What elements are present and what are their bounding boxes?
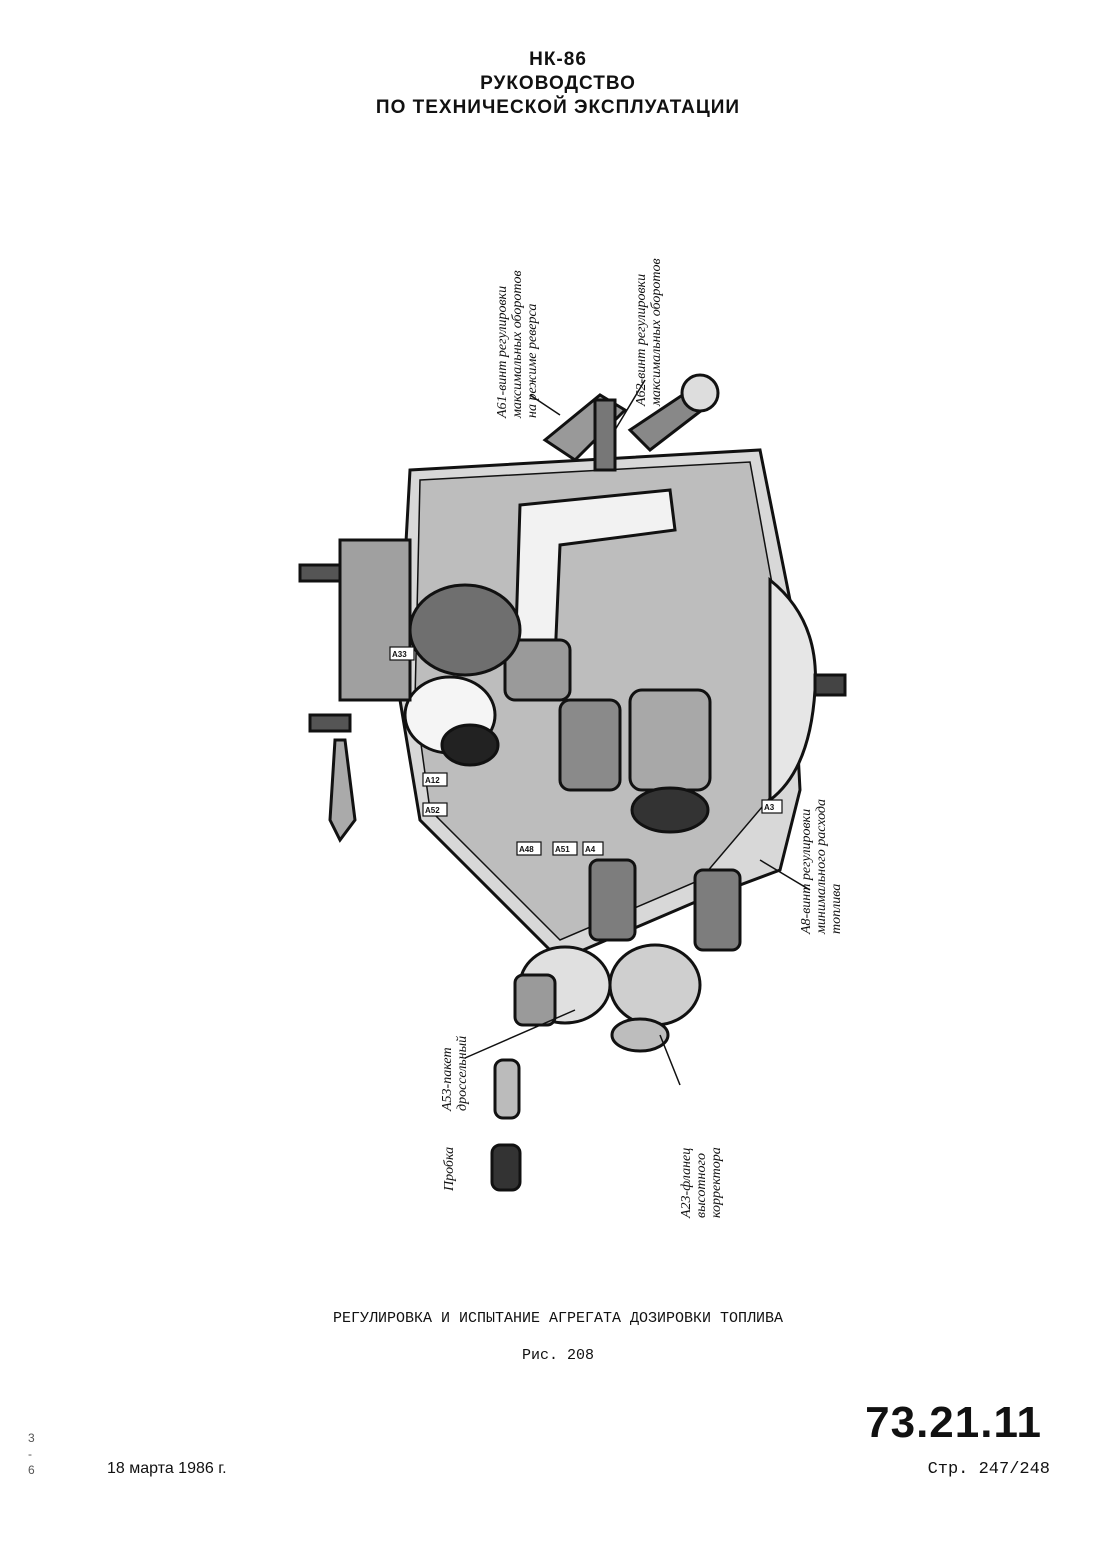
callout-probka: Пробка [442, 1146, 457, 1191]
revision-date: 18 марта 1986 г. [107, 1460, 227, 1477]
section-number: 73.21.11 [865, 1398, 1042, 1447]
manual-title-line2: ПО ТЕХНИЧЕСКОЙ ЭКСПЛУАТАЦИИ [375, 97, 741, 118]
callout-a53: А53-пакет дроссельный [440, 1035, 470, 1111]
callout-a8: А8-винт регулировки минимального расхода… [799, 799, 844, 934]
tag-a52: А52 [425, 806, 440, 815]
callout-a62: А62-винт регулировки максимальных оборот… [634, 258, 664, 406]
callout-a23: А23-фланец высотного корректора [679, 1147, 724, 1218]
engine-model: НК-86 [529, 49, 587, 70]
margin-mark: 3 - 6 [28, 1431, 35, 1477]
tag-a12: А12 [425, 776, 440, 785]
tag-a33: А33 [392, 650, 407, 659]
manual-title-line1: РУКОВОДСТВО [480, 73, 636, 94]
figure-number: Рис. 208 [521, 1347, 594, 1364]
tag-a48: А48 [519, 845, 534, 854]
tag-a51: А51 [555, 845, 570, 854]
tag-a4: А4 [585, 845, 596, 854]
callout-a61: А61-винт регулировки максимальных оборот… [495, 270, 540, 418]
figure-caption-title: РЕГУЛИРОВКА И ИСПЫТАНИЕ АГРЕГАТА ДОЗИРОВ… [332, 1310, 784, 1327]
document-header: НК-86 РУКОВОДСТВО ПО ТЕХНИЧЕСКОЙ ЭКСПЛУА… [0, 48, 1116, 120]
page-number: Стр. 247/248 [927, 1460, 1050, 1479]
tag-a3: А3 [764, 803, 775, 812]
